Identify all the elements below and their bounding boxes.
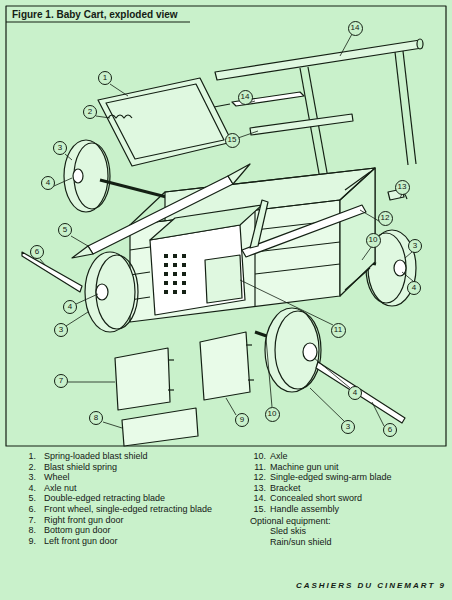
part-number: 12.	[253, 473, 266, 482]
callout-circle: 3	[341, 420, 355, 434]
gun-door	[115, 348, 170, 410]
callout-number: 6	[35, 248, 39, 256]
part-number: 11.	[254, 463, 266, 472]
part-name: Single-edged swing-arm blade	[270, 473, 392, 482]
part-number: 13.	[253, 484, 266, 493]
front-blade	[22, 252, 82, 292]
part-name: Concealed short sword	[270, 494, 362, 503]
swing-arm-blade	[242, 200, 366, 257]
part-number: 7.	[28, 516, 36, 525]
callout-number: 4	[68, 303, 72, 311]
callout-number: 12	[381, 214, 390, 222]
part-name: Axle nut	[44, 484, 77, 493]
part-name: Sled skis	[270, 527, 306, 536]
callout-number: 10	[369, 236, 378, 244]
callout-number: 14	[241, 93, 250, 101]
callout-circle: 3	[54, 323, 68, 337]
callout-number: 2	[88, 108, 92, 116]
part-name: Handle assembly	[270, 505, 339, 514]
part-name: Left front gun door	[44, 537, 118, 546]
part-number: 2.	[28, 463, 36, 472]
part-name: Right front gun door	[44, 516, 124, 525]
machine-gun-unit	[150, 205, 262, 315]
callout-number: 13	[398, 183, 407, 191]
callout-circle: 10	[366, 233, 381, 248]
part-name: Blast shield spring	[44, 463, 117, 472]
callout-circle: 14	[348, 21, 363, 36]
callout-circle: 12	[378, 211, 393, 226]
part-number: 15.	[253, 505, 266, 514]
title-rule	[6, 21, 190, 22]
callout-circle: 1	[98, 71, 112, 85]
callout-circle: 11	[331, 323, 346, 338]
callout-circle: 6	[30, 245, 44, 259]
part-name: Double-edged retracting blade	[44, 494, 165, 503]
part-number: 8.	[28, 526, 36, 535]
retracting-blade	[72, 164, 250, 258]
callout-number: 4	[353, 389, 357, 397]
part-name: Bracket	[270, 484, 301, 493]
callout-number: 3	[59, 326, 63, 334]
callout-number: 3	[346, 423, 350, 431]
figure-title: Figure 1. Baby Cart, exploded view	[12, 10, 178, 20]
blast-shield	[98, 78, 232, 166]
part-name: Wheel	[44, 473, 70, 482]
callout-circle: 13	[395, 180, 410, 195]
gun-door	[122, 408, 198, 446]
wheel	[64, 140, 110, 212]
part-number: 10.	[253, 452, 266, 461]
callout-number: 4	[412, 284, 416, 292]
callout-number: 11	[334, 326, 342, 334]
part-number: 4.	[28, 484, 36, 493]
spring-coil	[108, 115, 132, 118]
callout-number: 3	[58, 144, 62, 152]
callout-circle: 9	[235, 413, 249, 427]
part-name: Rain/sun shield	[270, 538, 332, 547]
callout-circle: 3	[408, 239, 422, 253]
callout-number: 6	[388, 426, 392, 434]
callout-number: 1	[103, 74, 107, 82]
leader-line	[40, 34, 413, 428]
callout-circle: 4	[41, 176, 55, 190]
callout-number: 5	[63, 226, 67, 234]
callout-number: 10	[268, 410, 277, 418]
callout-circle: 8	[89, 411, 103, 425]
callout-number: 3	[413, 242, 417, 250]
callout-circle: 10	[265, 407, 280, 422]
part-name: Front wheel, single-edged retracting bla…	[44, 505, 212, 514]
part-number: 6.	[28, 505, 36, 514]
part-number: 14.	[253, 494, 266, 503]
callout-number: 8	[94, 414, 98, 422]
wheel	[85, 252, 138, 332]
frame	[6, 6, 446, 446]
part-name: Axle	[270, 452, 288, 461]
callout-number: 15	[228, 136, 237, 144]
callout-circle: 2	[83, 105, 97, 119]
wheel	[265, 308, 321, 392]
part-name: Machine gun unit	[270, 463, 339, 472]
callout-number: 4	[46, 179, 50, 187]
callout-circle: 7	[54, 374, 68, 388]
callout-circle: 4	[348, 386, 362, 400]
callout-number: 7	[59, 377, 63, 385]
part-name: Spring-loaded blast shield	[44, 452, 148, 461]
gun-door	[200, 332, 250, 400]
callout-circle: 6	[383, 423, 397, 437]
callout-circle: 14	[238, 90, 253, 105]
part-number: 3.	[28, 473, 36, 482]
callout-number: 14	[351, 24, 360, 32]
part-number: 1.	[28, 452, 36, 461]
page-footer: CASHIERS DU CINEMART 9	[296, 582, 446, 590]
callout-circle: 3	[53, 141, 67, 155]
part-name: Optional equipment:	[250, 517, 331, 526]
callout-circle: 5	[58, 223, 72, 237]
cart-body	[130, 168, 375, 322]
part-number: 9.	[28, 537, 36, 546]
callout-circle: 4	[407, 281, 421, 295]
part-name: Bottom gun door	[44, 526, 111, 535]
callout-circle: 15	[225, 133, 240, 148]
callout-number: 9	[240, 416, 244, 424]
part-number: 5.	[28, 494, 36, 503]
callout-circle: 4	[63, 300, 77, 314]
